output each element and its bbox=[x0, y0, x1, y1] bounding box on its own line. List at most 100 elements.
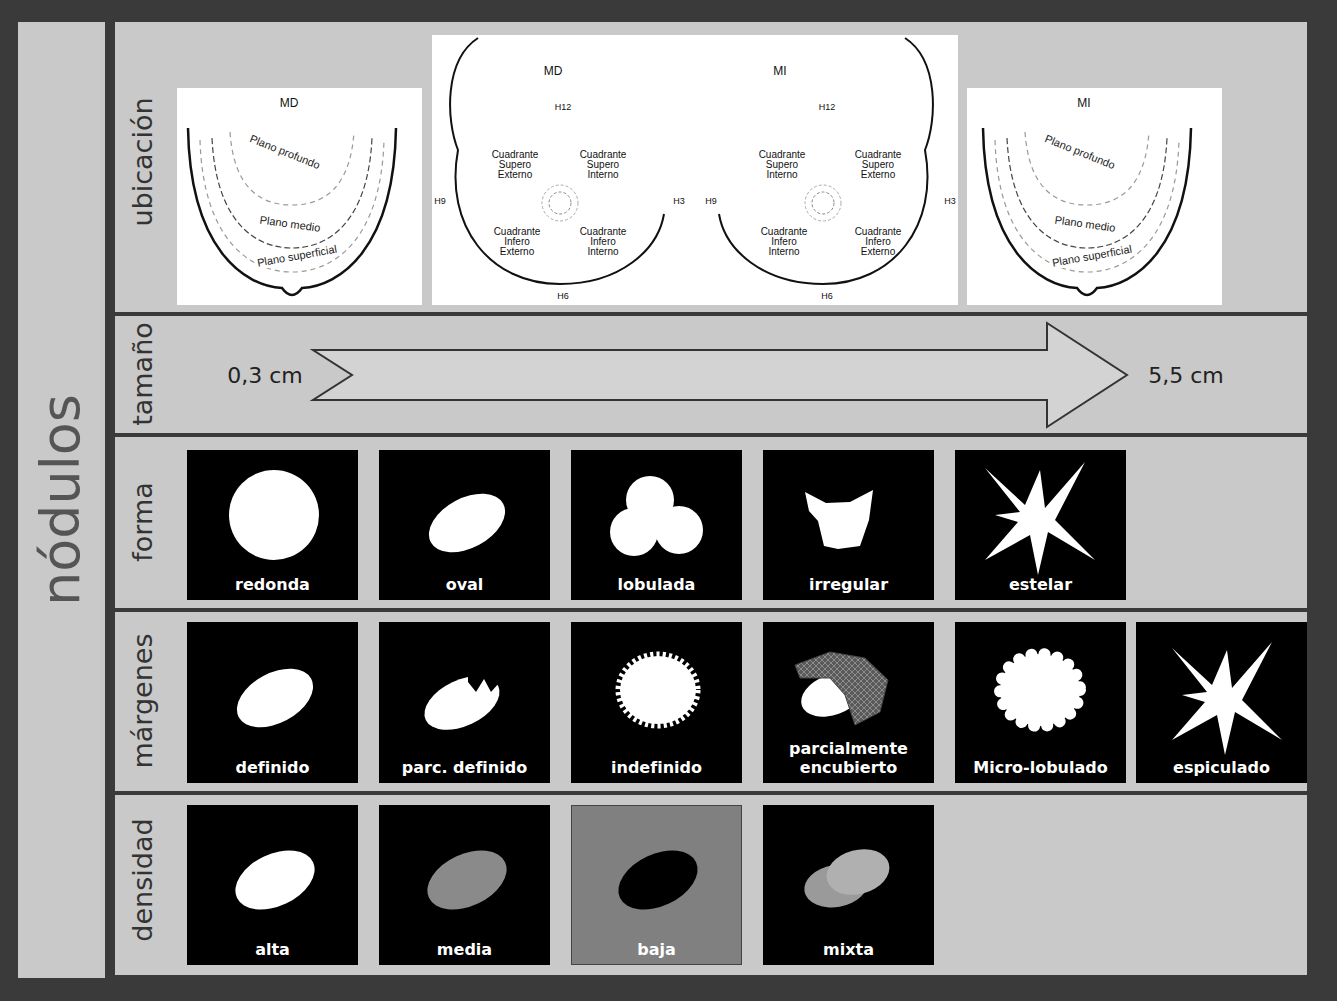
tile-caption: parc. definido bbox=[385, 758, 545, 777]
text-slot: Micro-lobulado bbox=[961, 758, 1121, 777]
panel-label: MD bbox=[280, 97, 299, 111]
panel-label: H12 bbox=[555, 102, 572, 112]
stellate-shape bbox=[985, 462, 1095, 575]
panel-label: Cuadrante Infero Externo bbox=[494, 227, 541, 257]
text-slot: media bbox=[385, 940, 545, 959]
irregular-shape bbox=[805, 490, 873, 549]
size-label: 0,3 cm bbox=[227, 363, 303, 388]
breast-outline bbox=[719, 38, 933, 284]
text-slot: H12 bbox=[819, 102, 836, 112]
low-density-shape bbox=[609, 839, 707, 922]
round-shape bbox=[229, 470, 319, 560]
text-slot: Cuadrante Infero Interno bbox=[761, 227, 808, 257]
text-slot: irregular bbox=[769, 575, 929, 594]
panel-label: Plano profundo bbox=[1041, 131, 1119, 172]
text-slot: 5,5 cm bbox=[1148, 363, 1224, 388]
mixed-density-shape bbox=[821, 842, 894, 901]
example-tile bbox=[187, 805, 358, 965]
breast-outline bbox=[450, 38, 664, 284]
text-slot: parcialmente encubierto bbox=[769, 739, 929, 777]
example-tile bbox=[763, 450, 934, 600]
panel-label: Cuadrante Infero Interno bbox=[761, 227, 808, 257]
section-band: nódulos bbox=[18, 22, 105, 978]
text-slot: Plano medio bbox=[1052, 213, 1118, 235]
panel-label: H3 bbox=[673, 196, 685, 206]
example-tile bbox=[763, 805, 934, 965]
row-band bbox=[115, 22, 1307, 312]
panel-label: Plano superficial bbox=[1049, 242, 1135, 269]
text-slot: forma bbox=[127, 482, 158, 562]
example-tile: baja bbox=[571, 805, 742, 965]
text-slot: H3 bbox=[944, 196, 956, 206]
panel-label: H9 bbox=[705, 196, 717, 206]
diagram-panel bbox=[967, 88, 1222, 305]
example-tile: irregular bbox=[763, 450, 934, 600]
panel-label: MI bbox=[773, 65, 786, 79]
panel-label: H6 bbox=[821, 291, 833, 301]
row-title: forma bbox=[127, 482, 158, 562]
row-title: tamaño bbox=[127, 322, 158, 426]
tile-caption: mixta bbox=[769, 940, 929, 959]
example-tile bbox=[955, 450, 1126, 600]
text-slot: H9 bbox=[705, 196, 717, 206]
tile-caption: estelar bbox=[961, 575, 1121, 594]
areola-circle bbox=[549, 192, 571, 214]
diagram-panel: MI Plano profundoPlano medioPlano superfi… bbox=[967, 88, 1222, 305]
tile-caption: indefinido bbox=[577, 758, 737, 777]
example-tile: alta bbox=[187, 805, 358, 965]
row-band: ubicaciónMDPlano profundoPlano medioPlan… bbox=[115, 22, 1307, 312]
text-slot: indefinido bbox=[577, 758, 737, 777]
text-slot: 0,3 cm bbox=[227, 363, 303, 388]
text-slot: lobulada bbox=[577, 575, 737, 594]
overlying-tissue bbox=[795, 652, 888, 725]
text-slot: Cuadrante Infero Externo bbox=[494, 227, 541, 257]
example-tile: estelar bbox=[955, 450, 1126, 600]
text-slot: Cuadrante Supero Externo bbox=[855, 150, 902, 180]
diagram-panel bbox=[177, 88, 422, 305]
example-tile: espiculado bbox=[1136, 622, 1307, 783]
row-title: densidad bbox=[127, 818, 158, 941]
example-tile: Micro-lobulado bbox=[955, 622, 1126, 783]
panel-label: MD bbox=[544, 65, 563, 79]
text-slot: MD bbox=[544, 65, 563, 79]
text-slot: redonda bbox=[193, 575, 353, 594]
text-slot: tamaño bbox=[127, 322, 158, 426]
example-tile bbox=[379, 450, 550, 600]
panel-label: Plano medio bbox=[1052, 213, 1118, 235]
panel-label: Cuadrante Supero Externo bbox=[855, 150, 902, 180]
panel-label: MI bbox=[1077, 97, 1090, 111]
text-slot: H6 bbox=[557, 291, 569, 301]
example-tile: parcialmente encubierto bbox=[763, 622, 934, 783]
row-band bbox=[115, 316, 1307, 433]
microlobulated-shape bbox=[1000, 654, 1080, 726]
text-slot: MD bbox=[280, 97, 299, 111]
tile-caption: alta bbox=[193, 940, 353, 959]
example-tile bbox=[571, 622, 742, 783]
panel-label: H12 bbox=[819, 102, 836, 112]
example-tile bbox=[187, 622, 358, 783]
row-band: márgenesdefinidoparc. definidoindefinido… bbox=[115, 612, 1307, 791]
panel-label: Plano superficial bbox=[254, 242, 340, 269]
text-slot: Cuadrante Infero Externo bbox=[855, 227, 902, 257]
text-slot: estelar bbox=[961, 575, 1121, 594]
text-slot: Plano medio bbox=[257, 213, 323, 235]
panel-label: Cuadrante Supero Interno bbox=[580, 150, 627, 180]
panel-label: H9 bbox=[434, 196, 446, 206]
example-tile bbox=[187, 450, 358, 600]
tile-caption: Micro-lobulado bbox=[961, 758, 1121, 777]
example-tile bbox=[955, 622, 1126, 783]
text-slot: espiculado bbox=[1142, 758, 1302, 777]
text-slot: baja bbox=[577, 940, 737, 959]
panel-label: H6 bbox=[557, 291, 569, 301]
diagram-panel bbox=[432, 35, 958, 305]
section-band bbox=[18, 22, 105, 978]
text-slot: Cuadrante Supero Interno bbox=[759, 150, 806, 180]
text-slot: definido bbox=[193, 758, 353, 777]
tile-caption: redonda bbox=[193, 575, 353, 594]
tile-caption: baja bbox=[577, 940, 737, 959]
tile-caption: irregular bbox=[769, 575, 929, 594]
